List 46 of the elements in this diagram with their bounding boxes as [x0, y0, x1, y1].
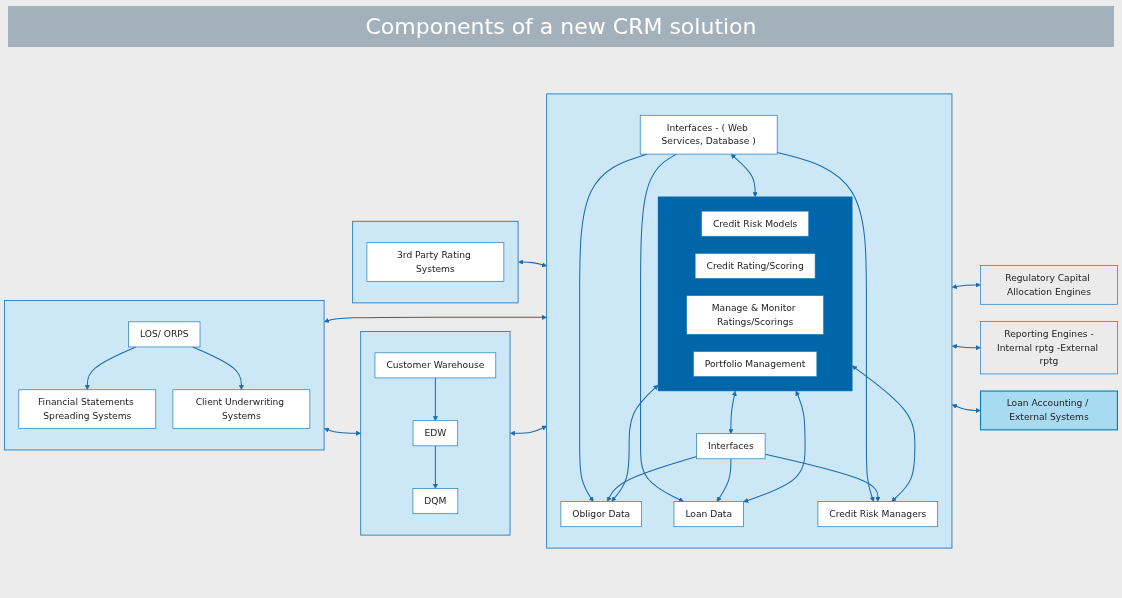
- node-box: 3rd Party Rating Systems: [366, 242, 505, 282]
- node-box: Interfaces - ( Web Services, Database ): [639, 114, 778, 155]
- arrow: [951, 404, 981, 413]
- node-box: LOS/ ORPS: [128, 321, 201, 348]
- cluster: [352, 220, 519, 304]
- arrow: [518, 259, 547, 268]
- arrow: [951, 344, 981, 351]
- arrow: [730, 154, 758, 198]
- arrow: [84, 346, 137, 390]
- arrow: [764, 453, 881, 502]
- arrow: [776, 151, 875, 502]
- node-box: Manage & Monitor Ratings/Scorings: [686, 295, 824, 335]
- arrow: [611, 384, 659, 502]
- arrow: [716, 458, 732, 502]
- cluster: [657, 196, 853, 392]
- node-box: Portfolio Management: [693, 351, 818, 377]
- cluster: [546, 93, 953, 549]
- node-box: Financial Statements Spreading Systems: [18, 389, 157, 429]
- node-box: Interfaces: [696, 433, 766, 460]
- arrow: [851, 365, 916, 502]
- node-box: Reporting Engines -Internal rptg -External rptg: [980, 321, 1118, 375]
- cluster: [360, 331, 511, 536]
- arrow: [324, 427, 361, 436]
- title-banner: Components of a new CRM solution: [8, 6, 1114, 47]
- arrow: [728, 390, 737, 434]
- arrow: [324, 314, 547, 323]
- node-box: Obligor Data: [560, 501, 642, 528]
- node-box: DQM: [412, 488, 459, 515]
- arrow: [951, 282, 981, 289]
- node-box: EDW: [412, 420, 459, 447]
- node-box: Loan Accounting / External Systems: [979, 390, 1118, 431]
- arrow: [607, 456, 698, 502]
- arrow: [432, 377, 438, 421]
- node-box: Credit Risk Models: [701, 210, 810, 237]
- node-box: Credit Risk Managers: [817, 501, 939, 528]
- arrow: [743, 390, 806, 503]
- arrow: [510, 425, 547, 436]
- node-box: Regulatory Capital Allocation Engines: [980, 265, 1118, 305]
- node-box: Customer Warehouse: [374, 352, 497, 379]
- node-box: Client Underwriting Systems: [172, 389, 311, 429]
- arrow: [640, 153, 684, 502]
- arrow: [192, 346, 244, 390]
- node-box: Loan Data: [673, 501, 744, 528]
- node-box: Credit Rating/Scoring: [694, 253, 816, 279]
- arrow: [432, 445, 438, 489]
- cluster: [4, 300, 325, 451]
